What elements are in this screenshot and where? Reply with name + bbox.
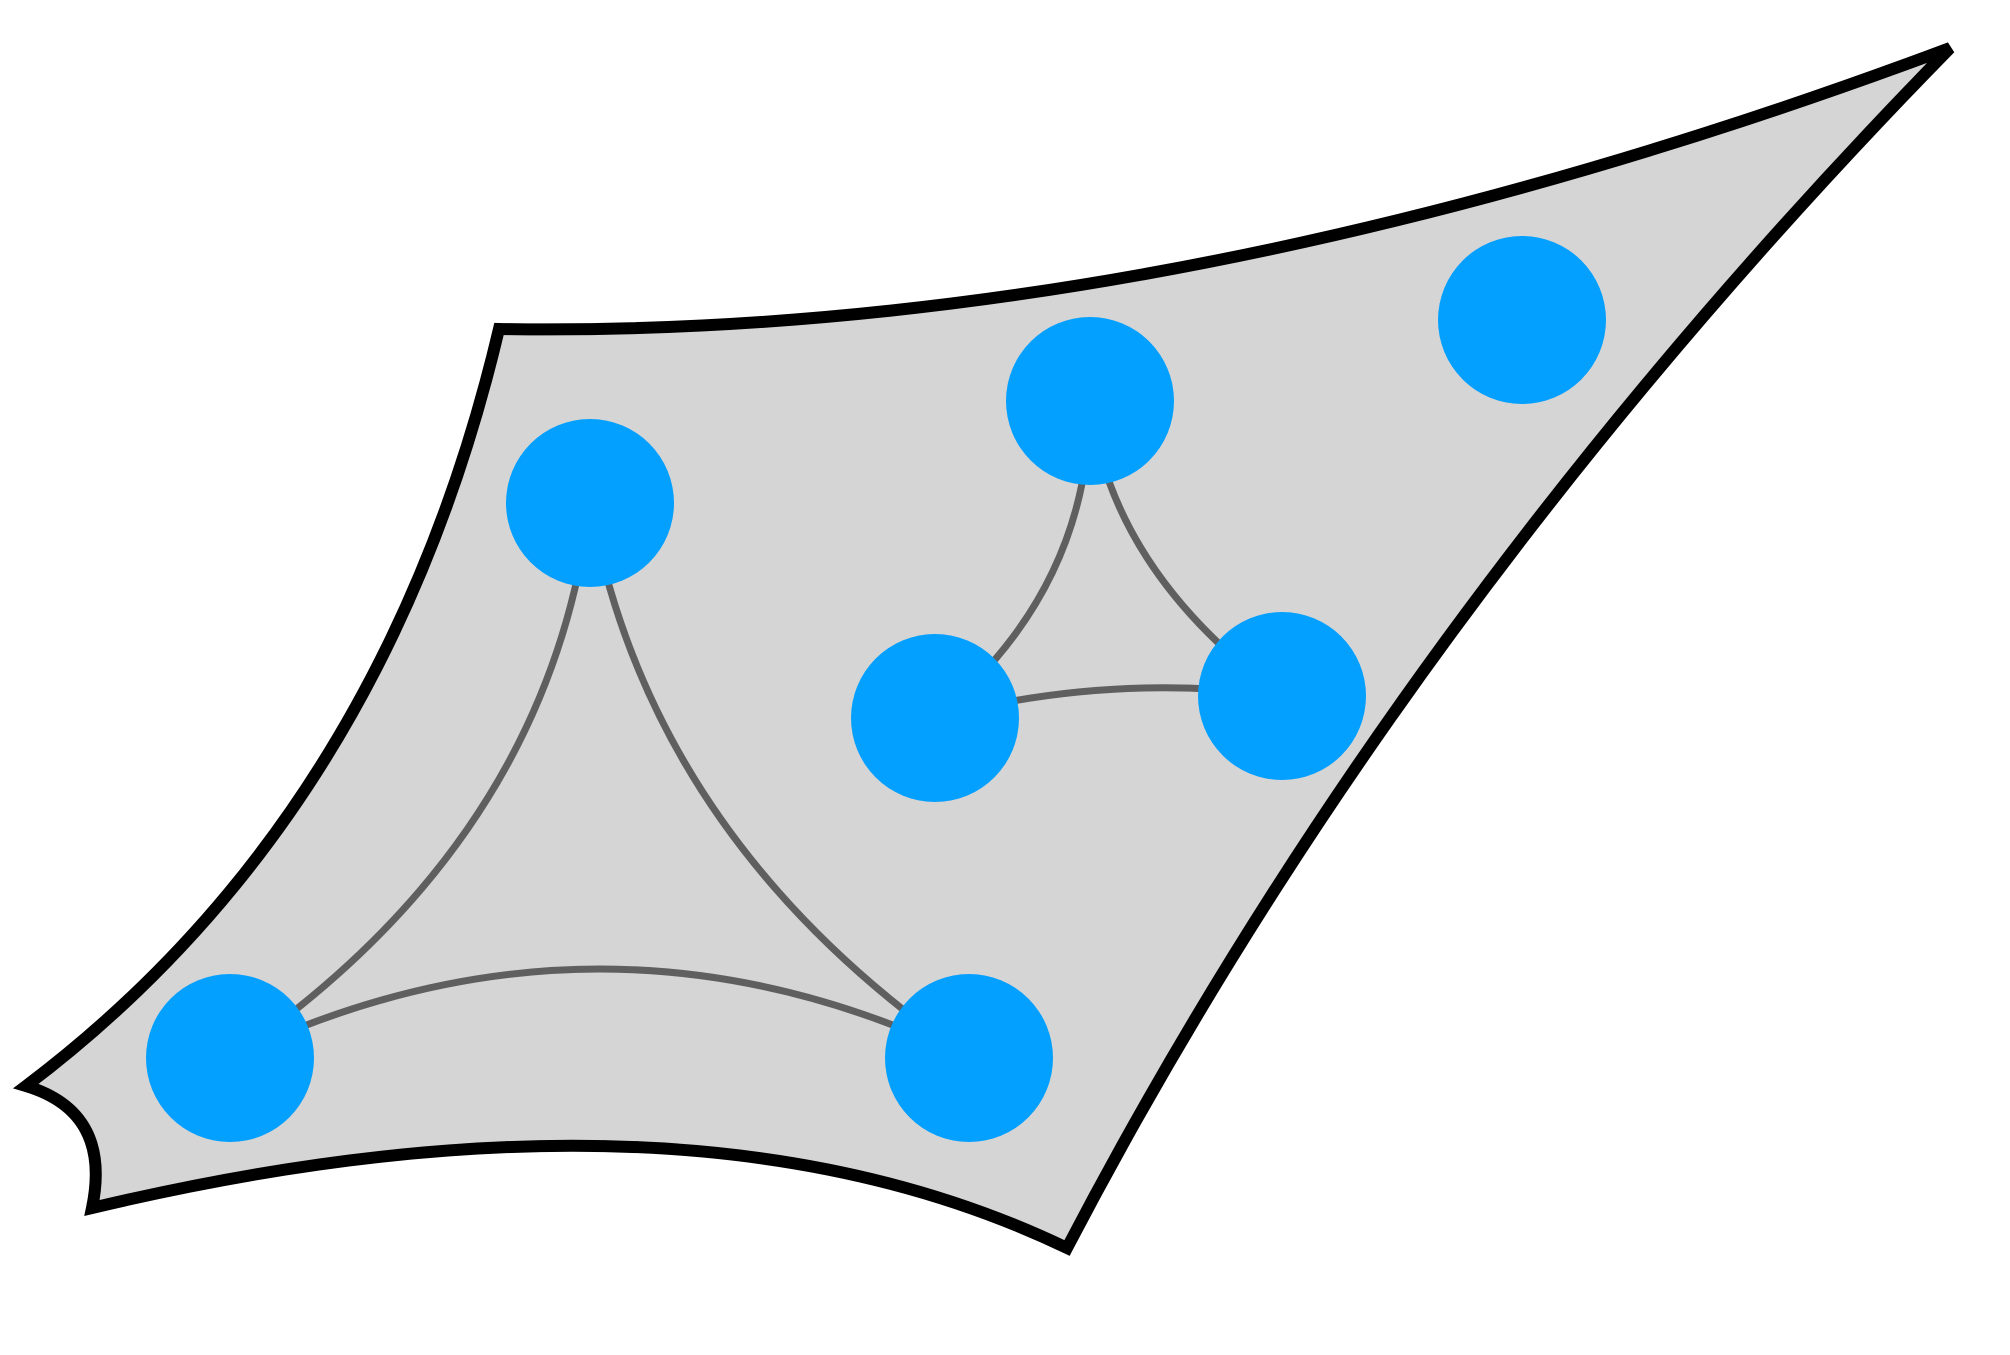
node-n1 xyxy=(506,419,674,587)
edge-n1-n3 xyxy=(586,502,971,1061)
edge-n2-n3 xyxy=(228,965,971,1062)
node-n2 xyxy=(146,974,314,1142)
node-group xyxy=(146,236,1606,1142)
node-n3 xyxy=(885,974,1053,1142)
node-n7 xyxy=(1438,236,1606,404)
node-n4 xyxy=(1006,317,1174,485)
node-n5 xyxy=(851,634,1019,802)
node-n6 xyxy=(1198,612,1366,780)
edge-n1-n2 xyxy=(228,502,594,1061)
